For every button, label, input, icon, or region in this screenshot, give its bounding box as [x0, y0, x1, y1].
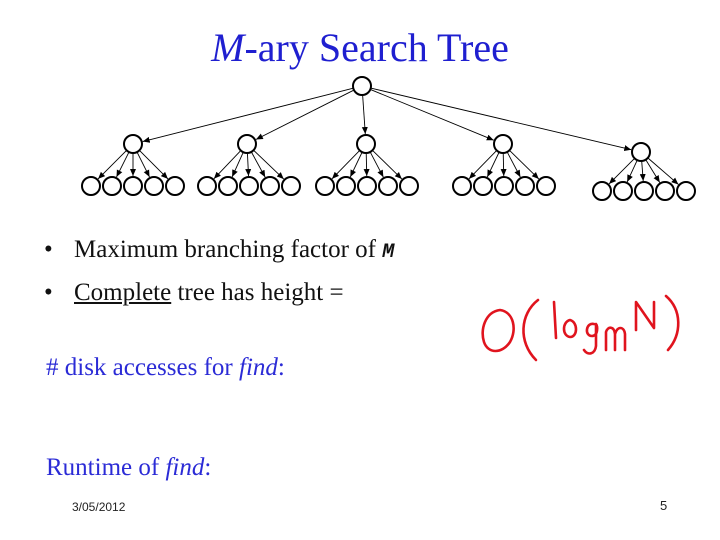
tree-edge-leaf [349, 151, 363, 178]
tree-leaf-node [452, 176, 472, 196]
mary-tree-diagram [81, 76, 696, 201]
tree-leaf-node [123, 176, 143, 196]
page-number: 5 [660, 498, 668, 513]
tree-edge-leaf [253, 149, 285, 180]
tree-edge-root [370, 89, 494, 141]
bullet-branching-factor: • Maximum branching factor of M [44, 230, 394, 273]
tree-internal-node [356, 134, 376, 154]
tree-leaf-node [473, 176, 493, 196]
bullet-complete-height: • Complete tree has height = [44, 273, 394, 313]
tree-leaf-node [336, 176, 356, 196]
bullet-dot: • [44, 236, 53, 263]
tree-leaf-node [281, 176, 301, 196]
slide-title: M-ary Search Tree [0, 24, 720, 72]
tree-edge-leaf [136, 151, 150, 178]
tree-edge-root [255, 89, 355, 140]
tree-leaf-node [197, 176, 217, 196]
bullet-dot: • [44, 279, 53, 306]
handwritten-answer [481, 294, 680, 362]
tree-internal-node [237, 134, 257, 154]
tree-edge-leaf [369, 151, 384, 178]
tree-leaf-node [494, 176, 514, 196]
runtime-prefix: Runtime of [46, 454, 166, 481]
tree-leaf-node [515, 176, 535, 196]
tree-edge-leaf [608, 158, 635, 185]
disk-find: find [239, 354, 278, 381]
tree-edge-leaf [372, 149, 403, 180]
runtime-label: Runtime of find: [46, 452, 211, 484]
tree-edge-leaf [250, 151, 266, 178]
tree-leaf-node [613, 181, 633, 201]
tree-edge-root [142, 87, 354, 143]
tree-leaf-node [592, 181, 612, 201]
tree-edge-leaf [509, 149, 540, 180]
tree-internal-node [123, 134, 143, 154]
tree-edge-leaf [116, 151, 130, 178]
bullet-underlined: Complete [74, 279, 172, 306]
tree-leaf-node [218, 176, 238, 196]
title-text: -ary Search Tree [244, 25, 509, 70]
tree-leaf-node [315, 176, 335, 196]
tree-leaf-node [634, 181, 654, 201]
tree-edge-leaf [363, 152, 370, 177]
tree-edge-root [361, 94, 368, 135]
tree-leaf-node [378, 176, 398, 196]
tree-leaf-node [102, 176, 122, 196]
runtime-suffix: : [204, 454, 212, 481]
title-variable: M [211, 25, 245, 70]
tree-edge-root [370, 87, 632, 152]
footer-date: 3/05/2012 [72, 500, 126, 514]
tree-edges [97, 87, 679, 185]
tree-edge-leaf [231, 152, 244, 178]
tree-edge-leaf [486, 151, 500, 178]
tree-leaf-node [357, 176, 377, 196]
tree-leaf-node [81, 176, 101, 196]
tree-leaf-node [144, 176, 164, 196]
tree-edge-leaf [639, 160, 646, 182]
tree-edge-leaf [139, 150, 169, 180]
disk-prefix: # disk accesses for [46, 354, 239, 381]
bullet-text: Maximum branching factor of [74, 236, 383, 263]
bullet-variable: M [382, 241, 395, 264]
bullet-list: • Maximum branching factor of M • Complete… [44, 230, 394, 313]
tree-edge-leaf [97, 150, 127, 180]
bullet-text: tree has height = [171, 279, 344, 306]
tree-leaf-node [536, 176, 556, 196]
tree-leaf-node [260, 176, 280, 196]
runtime-find: find [165, 454, 205, 481]
tree-leaf-node [165, 176, 185, 196]
tree-root-node [352, 76, 372, 96]
tree-edge-leaf [245, 152, 252, 177]
tree-leaf-node [655, 181, 675, 201]
tree-edge-leaf [645, 159, 661, 183]
tree-leaf-node [239, 176, 259, 196]
tree-leaf-node [399, 176, 419, 196]
tree-edge-leaf [331, 150, 361, 180]
tree-nodes [81, 76, 696, 201]
tree-edge-leaf [500, 152, 507, 177]
tree-edge-leaf [647, 157, 679, 185]
tree-edge-leaf [468, 150, 498, 180]
tree-edge-leaf [213, 150, 242, 180]
tree-leaf-node [676, 181, 696, 201]
tree-edge-leaf [506, 151, 521, 178]
disk-accesses-label: # disk accesses for find: [46, 352, 285, 384]
tree-internal-node [493, 134, 513, 154]
tree-edge-leaf [626, 159, 638, 183]
disk-suffix: : [277, 354, 285, 381]
tree-internal-node [631, 142, 651, 162]
